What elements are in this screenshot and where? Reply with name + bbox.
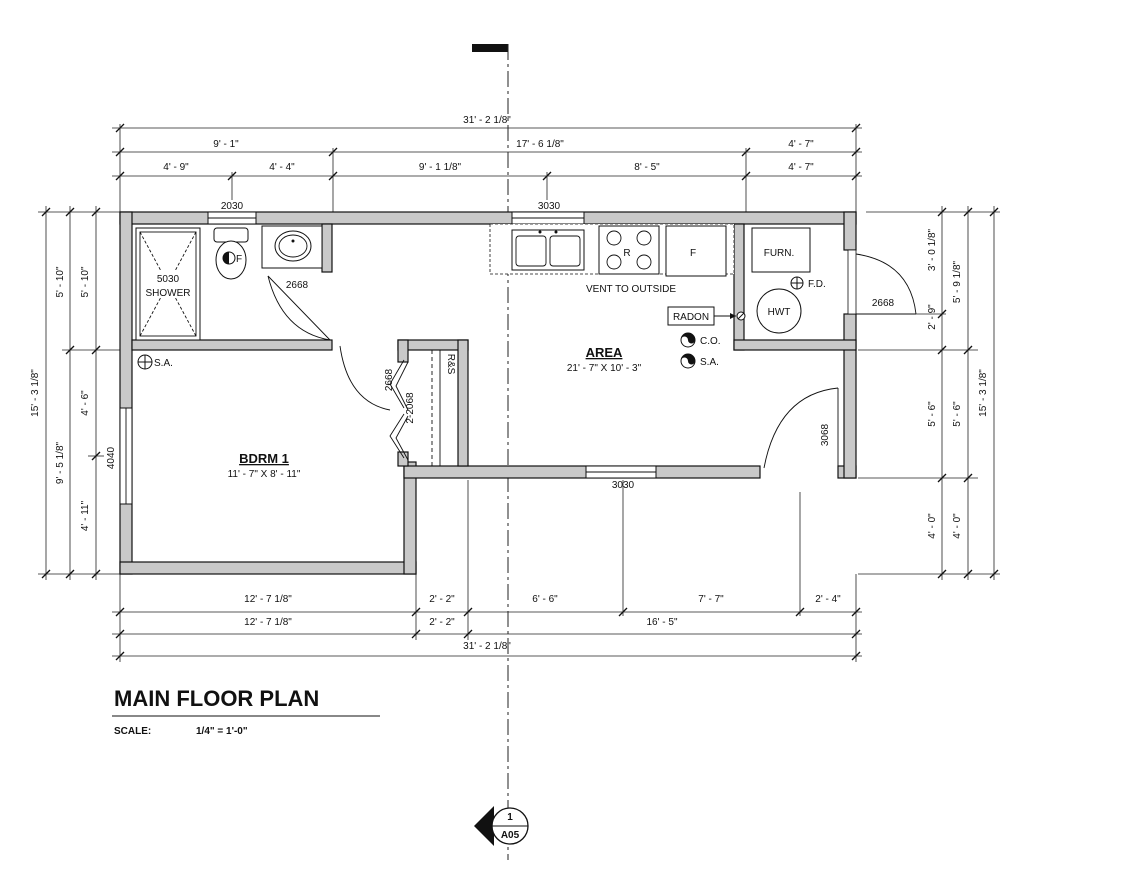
dim-top-row3-1: 4' - 9" xyxy=(163,162,189,173)
furnace-label: FURN. xyxy=(764,248,795,259)
co-detector-icon xyxy=(680,332,696,348)
window-kitchen-tag: 3030 xyxy=(538,201,561,212)
scale-label: SCALE: xyxy=(114,726,151,737)
water-heater-label: HWT xyxy=(768,307,791,318)
dim-bottom-row2-2: 2' - 2" xyxy=(429,617,455,628)
dim-right-mid-2: 5' - 6" xyxy=(952,401,963,427)
dim-right-inner-1: 3' - 0 1/8" xyxy=(927,228,938,271)
radon-label: RADON xyxy=(673,312,709,323)
dim-bottom-row1-1: 12' - 7 1/8" xyxy=(244,594,292,605)
dim-left-inner-3: 4' - 11" xyxy=(80,500,91,531)
radon-vent-icon xyxy=(736,311,746,321)
section-sheet: A05 xyxy=(501,830,520,841)
rs-label: R&S xyxy=(445,354,456,375)
dim-right-inner-2: 2' - 9" xyxy=(927,304,938,330)
doors xyxy=(267,249,917,469)
dim-left-inner-2: 4' - 6" xyxy=(80,390,91,416)
shower-code: 5030 xyxy=(157,274,180,285)
door-closet-2-tag: 2-2068 xyxy=(405,392,416,424)
walls xyxy=(119,211,857,575)
dim-right-mid-3: 4' - 0" xyxy=(952,513,963,539)
dim-bottom-row1-5: 2' - 4" xyxy=(815,594,841,605)
exhaust-fan-icon xyxy=(222,251,236,265)
dim-top-row2-1: 9' - 1" xyxy=(213,139,239,150)
dim-left-overall: 15' - 3 1/8" xyxy=(30,369,41,417)
dim-left-inner-1: 5' - 10" xyxy=(80,266,91,297)
door-entry-tag: 3068 xyxy=(820,423,831,446)
room-area-size: 21' - 7" X 10' - 3" xyxy=(567,363,642,374)
dim-bottom-row1-2: 2' - 2" xyxy=(429,594,455,605)
dim-right-inner-4: 4' - 0" xyxy=(927,513,938,539)
door-bath-tag: 2668 xyxy=(286,280,309,291)
dim-top-row2-3: 4' - 7" xyxy=(788,139,814,150)
dim-left-mid-2: 9' - 5 1/8" xyxy=(55,441,66,484)
top-dimensions: 31' - 2 1/8" 9' - 1" 17' - 6 1/8" 4' - 7… xyxy=(112,115,862,214)
door-utility-tag: 2668 xyxy=(872,298,895,309)
dim-top-row3-3: 9' - 1 1/8" xyxy=(419,162,462,173)
sa-area-label: S.A. xyxy=(700,357,719,368)
window-bottom-tag: 3030 xyxy=(612,480,635,491)
windows xyxy=(119,211,657,505)
dim-bottom-row2-3: 16' - 5" xyxy=(646,617,677,628)
floor-drain-icon xyxy=(790,276,804,290)
dim-bottom-row1-3: 6' - 6" xyxy=(532,594,558,605)
dim-top-row2-2: 17' - 6 1/8" xyxy=(516,139,564,150)
dim-bottom-overall: 31' - 2 1/8" xyxy=(463,641,511,652)
range-label: R xyxy=(623,248,630,259)
left-dimensions: 15' - 3 1/8" 5' - 10" 9' - 5 1/8" 5' - 1… xyxy=(30,206,122,580)
dim-top-row3-2: 4' - 4" xyxy=(269,162,295,173)
section-cut-head xyxy=(472,44,508,52)
fan-label: F xyxy=(236,254,242,265)
right-dimensions: 3' - 0 1/8" 2' - 9" 5' - 6" 4' - 0" 5' -… xyxy=(858,206,1000,580)
dim-top-overall: 31' - 2 1/8" xyxy=(463,115,511,126)
window-bedroom-tag: 4040 xyxy=(106,446,117,469)
dim-right-overall: 15' - 3 1/8" xyxy=(978,369,989,417)
water-heater xyxy=(756,288,802,334)
shower-label: SHOWER xyxy=(146,288,191,299)
kitchen-sink xyxy=(511,229,585,271)
furnace xyxy=(751,227,811,273)
dim-top-row3-4: 8' - 5" xyxy=(634,162,660,173)
door-closet-1-tag: 2668 xyxy=(384,368,395,391)
dim-right-mid-1: 5' - 9 1/8" xyxy=(952,260,963,303)
bath-sink xyxy=(261,225,323,269)
dim-left-mid-1: 5' - 10" xyxy=(55,266,66,297)
floor-drain-label: F.D. xyxy=(808,279,826,290)
dim-right-inner-3: 5' - 6" xyxy=(927,401,938,427)
vent-label: VENT TO OUTSIDE xyxy=(586,284,676,295)
fridge-label: F xyxy=(690,248,696,259)
co-label: C.O. xyxy=(700,336,721,347)
dim-bottom-row1-4: 7' - 7" xyxy=(698,594,724,605)
room-bedroom-size: 11' - 7" X 8' - 11" xyxy=(228,469,301,480)
bottom-dimensions: 12' - 7 1/8" 2' - 2" 6' - 6" 7' - 7" 2' … xyxy=(112,480,862,662)
dim-top-row3-5: 4' - 7" xyxy=(788,162,814,173)
room-area-name: AREA xyxy=(586,345,623,360)
room-bedroom-name: BDRM 1 xyxy=(239,451,289,466)
smoke-alarm-bedroom-icon xyxy=(137,354,153,370)
section-marker xyxy=(474,806,529,846)
dim-bottom-row2-1: 12' - 7 1/8" xyxy=(244,617,292,628)
smoke-alarm-area-icon xyxy=(680,353,696,369)
range xyxy=(598,225,660,275)
section-number: 1 xyxy=(507,812,513,823)
scale-value: 1/4" = 1'-0" xyxy=(196,726,248,737)
refrigerator xyxy=(665,225,727,277)
window-bath-tag: 2030 xyxy=(221,201,244,212)
plan-title: MAIN FLOOR PLAN xyxy=(114,686,319,711)
sa-bedroom-label: S.A. xyxy=(154,358,173,369)
